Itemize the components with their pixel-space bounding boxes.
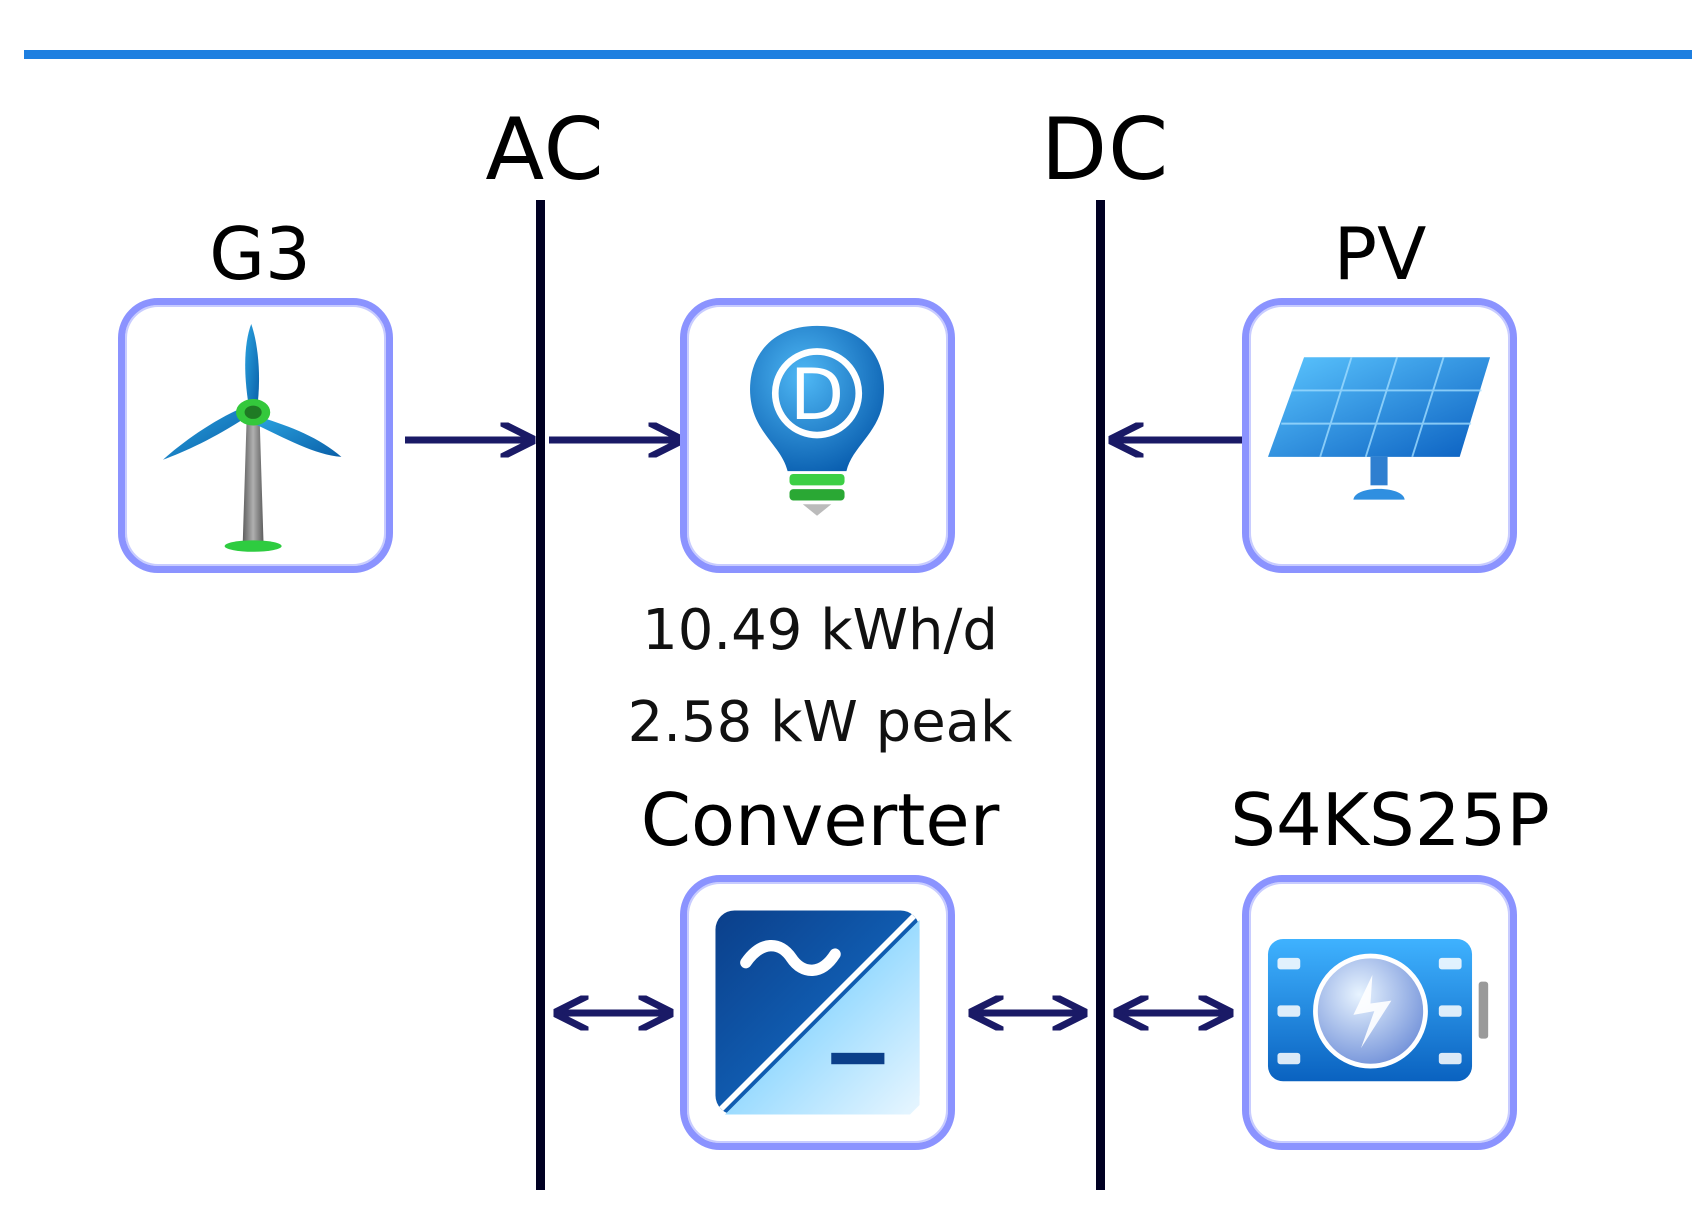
- pv-label: PV: [1333, 212, 1427, 296]
- ac-bus-label: AC: [485, 100, 605, 200]
- ac-bus-line: [536, 200, 545, 1190]
- converter-label: Converter: [640, 778, 1000, 862]
- light-bulb-load-icon: D: [750, 325, 885, 516]
- load-letter: D: [790, 354, 844, 436]
- converter-icon: [715, 910, 920, 1115]
- converter-component[interactable]: [680, 875, 955, 1150]
- wind-turbine-component[interactable]: [118, 298, 393, 573]
- dc-bus-line: [1096, 200, 1105, 1190]
- load-energy-text: 10.49 kWh/d: [642, 598, 998, 663]
- wind-turbine-label: G3: [209, 212, 311, 296]
- battery-label: S4KS25P: [1230, 778, 1550, 862]
- battery-component[interactable]: [1242, 875, 1517, 1150]
- load-component[interactable]: D: [680, 298, 955, 573]
- load-peak-text: 2.58 kW peak: [627, 690, 1013, 755]
- solar-panel-icon: [1267, 356, 1491, 500]
- battery-icon: [1267, 938, 1489, 1082]
- wind-turbine-icon: [162, 323, 342, 552]
- pv-component[interactable]: [1242, 298, 1517, 573]
- dc-bus-label: DC: [1040, 100, 1170, 200]
- top-rule: [24, 50, 1692, 59]
